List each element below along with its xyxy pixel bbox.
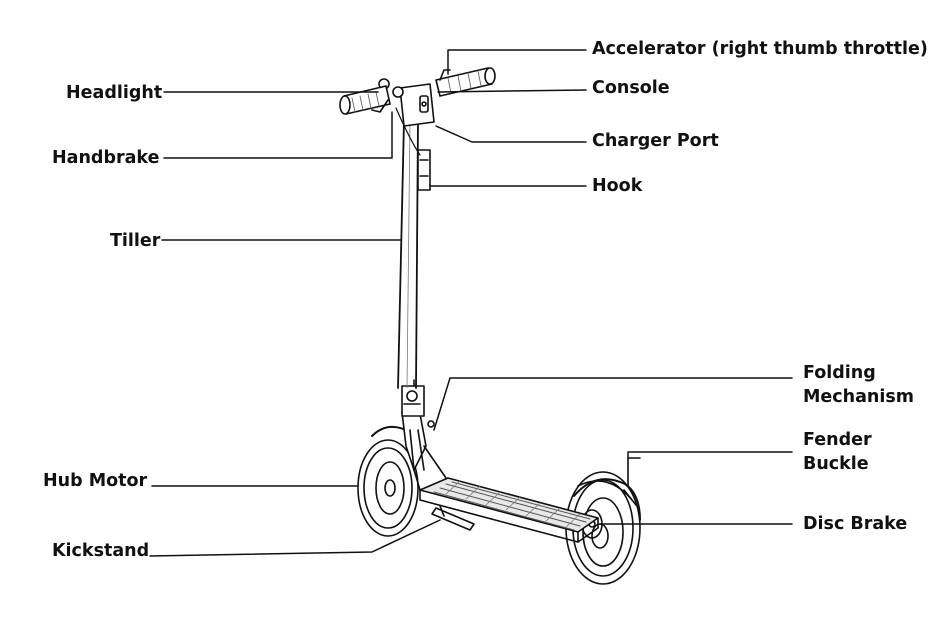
leader-kickstand xyxy=(149,519,441,557)
label-fender-buckle-line1: Fender xyxy=(803,430,872,450)
label-charger-port: Charger Port xyxy=(592,131,719,151)
leader-accelerator xyxy=(447,49,587,75)
label-folding-mechanism-line2: Mechanism xyxy=(803,387,915,407)
front-wheel xyxy=(357,439,419,537)
label-fender-buckle: Fender Buckle xyxy=(803,428,872,476)
label-hub-motor: Hub Motor xyxy=(43,471,148,491)
deck xyxy=(419,477,599,543)
label-folding-mechanism: Folding Mechanism xyxy=(803,361,914,409)
handlebar xyxy=(339,67,496,127)
leader-fender-buckle xyxy=(627,451,793,459)
label-folding-mechanism-line1: Folding xyxy=(803,363,876,383)
leader-lines xyxy=(149,49,793,557)
folding-mechanism-part xyxy=(401,379,435,428)
label-hook: Hook xyxy=(592,176,643,196)
leader-charger-port xyxy=(435,125,587,143)
kickstand xyxy=(431,505,475,531)
label-fender-buckle-line2: Buckle xyxy=(803,454,869,474)
label-console: Console xyxy=(592,78,670,98)
label-accelerator: Accelerator (right thumb throttle) xyxy=(592,39,928,59)
label-kickstand: Kickstand xyxy=(52,541,150,561)
tiller-stem xyxy=(395,107,431,389)
leader-folding-mechanism xyxy=(433,377,793,431)
label-headlight: Headlight xyxy=(66,83,163,103)
label-disc-brake: Disc Brake xyxy=(803,514,908,534)
label-handbrake: Handbrake xyxy=(52,148,160,168)
leader-handbrake xyxy=(163,111,393,159)
label-tiller: Tiller xyxy=(110,231,161,251)
leader-console xyxy=(437,89,587,93)
